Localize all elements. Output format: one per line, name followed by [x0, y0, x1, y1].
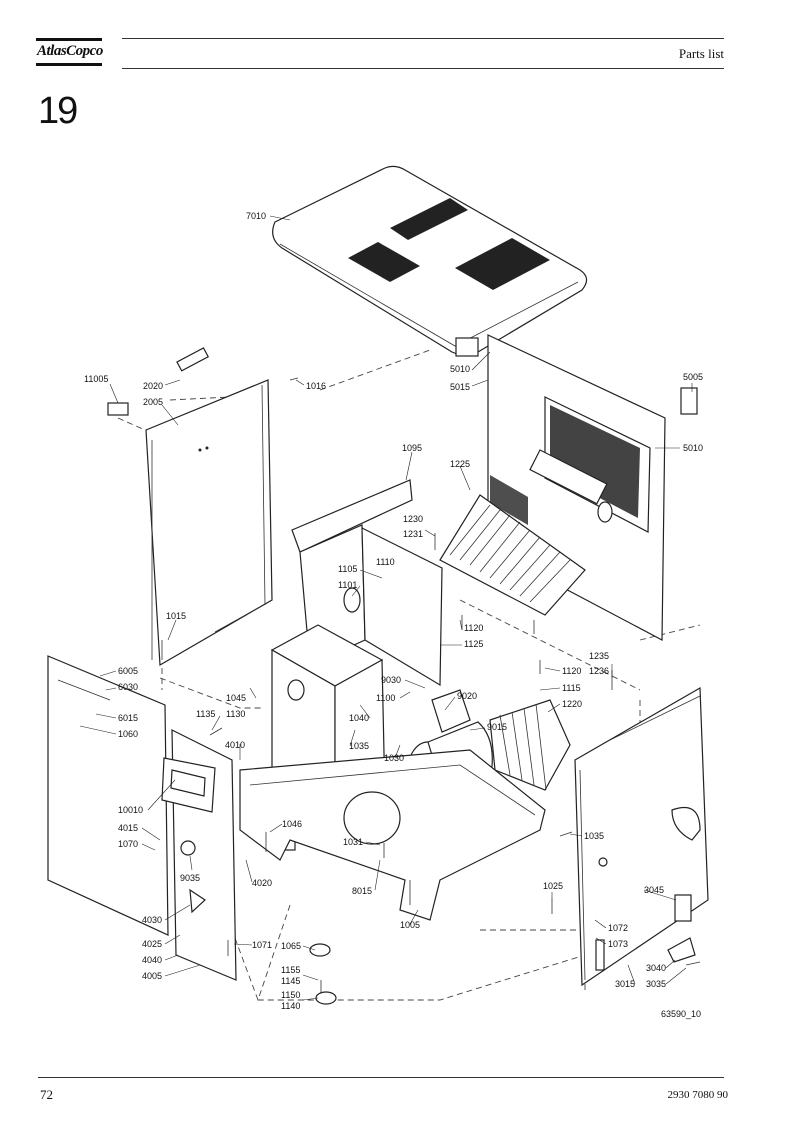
label-5005	[680, 387, 698, 415]
callout-1236: 1236	[589, 666, 609, 676]
callout-1045: 1045	[226, 693, 246, 703]
callout-5015: 5015	[450, 382, 470, 392]
callout-1120-a: 1120	[464, 623, 483, 633]
cover-3040	[667, 937, 696, 963]
callout-1060: 1060	[118, 729, 138, 739]
callout-4020: 4020	[252, 878, 272, 888]
callout-5005: 5005	[683, 372, 703, 382]
badge-11005	[107, 402, 129, 416]
callout-1150: 1150	[281, 990, 300, 1000]
callout-9020: 9020	[457, 691, 477, 701]
callout-9030: 9030	[381, 675, 401, 685]
callout-4040: 4040	[142, 955, 162, 965]
callout-1072: 1072	[608, 923, 628, 933]
callout-4025: 4025	[142, 939, 162, 949]
header-rule-bottom	[122, 68, 724, 69]
page-title: 19	[38, 90, 78, 132]
label-3045	[674, 894, 692, 922]
callout-8015: 8015	[352, 886, 372, 896]
callout-1130: 1130	[226, 709, 245, 719]
callout-1115: 1115	[562, 683, 581, 693]
document-number: 2930 7080 90	[667, 1089, 729, 1101]
callout-4030: 4030	[142, 915, 162, 925]
callout-1155: 1155	[281, 965, 300, 975]
top-cover-7010	[272, 165, 588, 357]
callout-4005: 4005	[142, 971, 162, 981]
callout-1073: 1073	[608, 939, 628, 949]
callout-1095: 1095	[402, 443, 422, 453]
callout-1230: 1230	[403, 514, 423, 524]
callout-1135: 1135	[196, 709, 215, 719]
callout-1140: 1140	[281, 1001, 300, 1011]
callout-1235: 1235	[589, 651, 609, 661]
logo-text: AtlasCopco	[37, 43, 103, 59]
callout-2020: 2020	[143, 381, 163, 391]
callout-1225: 1225	[450, 459, 470, 469]
callout-11005: 11005	[84, 374, 108, 384]
callout-1101: 1101	[338, 580, 357, 590]
callout-6030: 6030	[118, 682, 138, 692]
footer-rule	[38, 1077, 724, 1078]
plate-8015	[343, 791, 401, 845]
rear-grille-1220	[489, 699, 571, 791]
callout-1035-top: 1035	[349, 741, 369, 751]
callout-1016: 1016	[306, 381, 326, 391]
callout-3040: 3040	[646, 963, 666, 973]
callout-1040: 1040	[349, 713, 369, 723]
page-number: 72	[40, 1087, 53, 1102]
callout-7010: 7010	[246, 211, 266, 221]
control-panel-4005	[161, 729, 237, 981]
callout-1015: 1015	[166, 611, 186, 621]
atlas-copco-logo: AtlasCopco	[36, 38, 103, 66]
callout-1145: 1145	[281, 976, 300, 986]
logo-bar-bottom	[36, 63, 102, 66]
callout-1110: 1110	[376, 557, 395, 567]
callout-1125: 1125	[464, 639, 483, 649]
callout-6015: 6015	[118, 713, 138, 723]
callout-6005: 6005	[118, 666, 138, 676]
grille-1225	[439, 494, 586, 616]
callout-9035: 9035	[180, 873, 200, 883]
logo-bar-top	[36, 38, 102, 41]
fasteners	[161, 377, 701, 1005]
callout-1046: 1046	[282, 819, 302, 829]
front-panel-6005	[47, 655, 169, 936]
header-rule-top	[122, 38, 724, 39]
right-side-panel-3015	[574, 686, 709, 987]
callout-1025: 1025	[543, 881, 563, 891]
callout-9015: 9015	[487, 722, 507, 732]
callout-1120-b: 1120	[562, 666, 581, 676]
figure-id: 63590_10	[661, 1009, 701, 1019]
left-rear-panel-2005	[145, 379, 273, 667]
callout-4010: 4010	[225, 740, 245, 750]
callout-1070: 1070	[118, 839, 138, 849]
callout-labels: 7010 5010 5015 5005 5010 11005 2020 1016…	[84, 211, 703, 1019]
leader-lines	[79, 215, 693, 1001]
callout-1065: 1065	[281, 941, 301, 951]
callout-4015: 4015	[118, 823, 138, 833]
callout-10010: 10010	[118, 805, 143, 815]
section-title: Parts list	[678, 46, 724, 61]
callout-1005: 1005	[400, 920, 420, 930]
callout-1035-right: 1035	[584, 831, 604, 841]
callout-3045: 3045	[644, 885, 664, 895]
callout-2005: 2005	[143, 397, 163, 407]
callout-1105: 1105	[338, 564, 357, 574]
callout-3015: 3015	[615, 979, 635, 989]
callout-3035: 3035	[646, 979, 666, 989]
callout-5010-top: 5010	[450, 364, 470, 374]
logo-plate-2020	[176, 347, 209, 372]
callout-1071: 1071	[252, 940, 272, 950]
callout-1220: 1220	[562, 699, 582, 709]
callout-5010-right: 5010	[683, 443, 703, 453]
callout-1100: 1100	[376, 693, 395, 703]
callout-1231: 1231	[403, 529, 423, 539]
callout-1030: 1030	[384, 753, 404, 763]
callout-1031: 1031	[343, 837, 363, 847]
